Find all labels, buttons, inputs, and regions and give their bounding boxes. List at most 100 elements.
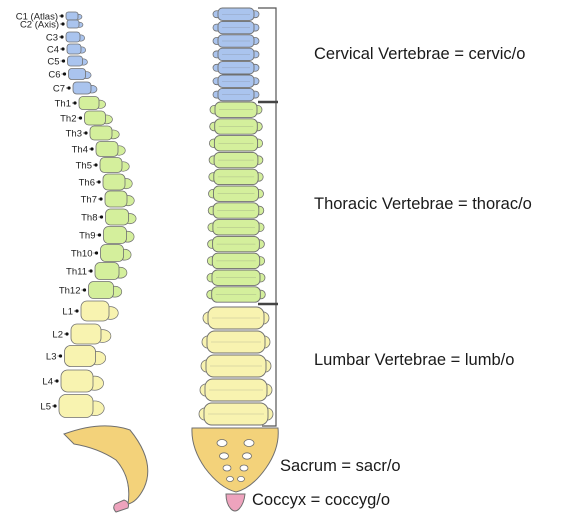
side-vertebra — [69, 69, 92, 80]
label-dot — [55, 379, 58, 382]
front-vertebra — [199, 403, 273, 425]
front-vertebra — [208, 220, 264, 235]
label-dot — [90, 147, 93, 150]
label-dot — [97, 180, 100, 183]
side-vertebral-body — [66, 12, 78, 20]
side-vertebra — [71, 324, 111, 344]
label-dot — [84, 131, 87, 134]
front-vertebra — [207, 253, 264, 268]
vertebra-label: C5 — [47, 56, 59, 67]
side-vertebra — [81, 301, 118, 321]
front-vertebra — [213, 35, 259, 47]
label-dot — [99, 197, 102, 200]
vertebra-label: L2 — [52, 329, 63, 340]
cervical-label: Cervical Vertebrae = cervic/o — [314, 45, 525, 63]
side-vertebra — [90, 126, 119, 140]
side-vertebral-body — [79, 97, 99, 110]
side-vertebral-body — [100, 158, 122, 173]
side-vertebra — [73, 82, 97, 94]
front-vertebra — [213, 48, 259, 60]
vertebra-label: L3 — [46, 351, 57, 362]
side-vertebra — [96, 142, 125, 157]
lumbar-label: Lumbar Vertebrae = lumb/o — [314, 351, 514, 369]
front-vertebra — [209, 152, 263, 167]
sacral-foramen — [243, 453, 252, 459]
side-vertebral-body — [81, 301, 109, 321]
label-dot — [63, 72, 66, 75]
vertebra-label: Th7 — [81, 194, 97, 205]
thoracic-label: Thoracic Vertebrae = thorac/o — [314, 195, 532, 213]
sacral-foramen — [217, 440, 227, 447]
label-dot — [53, 404, 56, 407]
coccyx-front — [226, 494, 245, 511]
sacrum-front — [192, 428, 278, 492]
sacral-foramen — [223, 465, 231, 471]
side-vertebra — [89, 282, 122, 299]
label-dot — [79, 116, 82, 119]
label-dot — [62, 59, 65, 62]
vertebra-label: Th1 — [55, 98, 71, 109]
vertebra-label: C7 — [53, 83, 65, 94]
label-dot — [83, 288, 86, 291]
side-vertebra — [61, 370, 104, 392]
front-vertebra — [208, 203, 264, 218]
side-vertebral-body — [90, 126, 112, 140]
cervical-bracket — [258, 8, 276, 102]
front-vertebra — [210, 119, 263, 134]
side-vertebral-body — [103, 174, 125, 190]
side-vertebra — [67, 44, 86, 54]
side-vertebral-body — [73, 82, 91, 94]
side-vertebral-body — [89, 282, 114, 299]
side-vertebra — [59, 395, 104, 418]
coccyx-side — [114, 500, 129, 512]
label-dot — [61, 22, 64, 25]
front-vertebra — [213, 8, 259, 20]
vertebra-label: Th12 — [59, 285, 81, 296]
side-vertebra — [66, 32, 85, 42]
vertebra-label: Th11 — [66, 266, 87, 277]
side-vertebral-body — [101, 245, 124, 262]
sacrum-side — [64, 426, 148, 504]
vertebra-label: Th5 — [76, 160, 92, 171]
side-vertebra — [106, 209, 137, 225]
side-vertebra — [105, 191, 134, 207]
vertebra-label: C6 — [48, 69, 60, 80]
vertebra-label: L4 — [42, 376, 53, 387]
side-vertebral-body — [67, 20, 79, 28]
front-vertebra — [213, 75, 259, 87]
front-vertebra — [208, 236, 265, 251]
side-vertebral-body — [105, 191, 127, 207]
front-vertebra — [202, 331, 270, 353]
side-vertebral-body — [61, 370, 93, 392]
front-vertebra — [203, 307, 269, 329]
label-dot — [98, 233, 101, 236]
side-vertebral-body — [71, 324, 101, 344]
label-dot — [60, 14, 63, 17]
side-vertebra — [100, 158, 129, 173]
sacrum-label: Sacrum = sacr/o — [280, 457, 401, 475]
sacral-foramen — [238, 476, 245, 481]
vertebra-label: L1 — [62, 306, 73, 317]
vertebra-label: L5 — [40, 401, 51, 412]
vertebra-label: C4 — [47, 44, 59, 55]
front-vertebra — [213, 62, 259, 74]
vertebra-label: C2 (Axis) — [20, 19, 59, 30]
label-dot — [67, 86, 70, 89]
front-view-column — [199, 8, 273, 425]
sacral-foramen — [244, 440, 254, 447]
vertebra-label: Th6 — [79, 177, 95, 188]
front-vertebra — [213, 88, 259, 100]
side-vertebra — [66, 12, 82, 20]
sacral-foramen — [240, 465, 248, 471]
side-vertebra — [104, 227, 135, 244]
side-vertebral-body — [66, 32, 80, 42]
side-vertebral-body — [69, 69, 86, 80]
sacral-foramen — [220, 453, 229, 459]
side-vertebral-body — [68, 56, 83, 66]
vertebra-label: Th8 — [81, 212, 97, 223]
front-vertebra — [207, 270, 265, 285]
front-vertebra — [209, 169, 263, 184]
front-vertebra — [209, 136, 262, 151]
vertebra-label: C3 — [46, 32, 58, 43]
side-vertebral-body — [59, 395, 93, 418]
